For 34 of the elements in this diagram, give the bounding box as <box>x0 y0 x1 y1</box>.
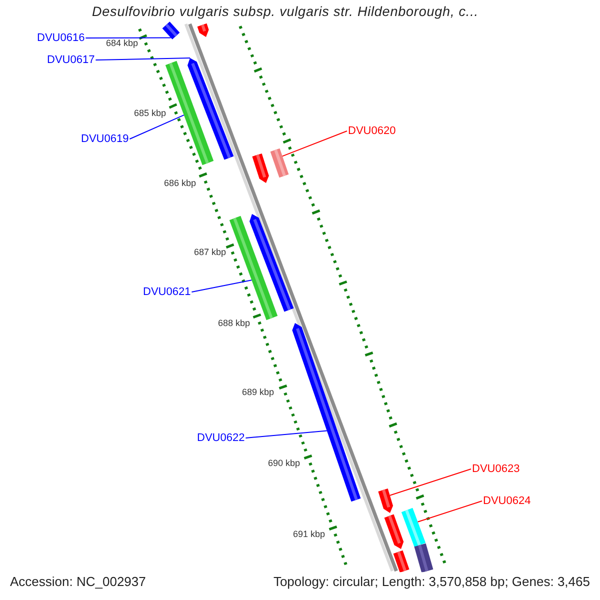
gene-feature-bar <box>197 23 209 37</box>
gene-label: DVU0617 <box>47 54 95 66</box>
scale-label: 688 kbp <box>218 318 250 328</box>
scale-label: 686 kbp <box>164 178 196 188</box>
gene-feature-bar <box>250 214 294 312</box>
gene-label: DVU0619 <box>81 132 129 146</box>
leader-line <box>282 130 348 157</box>
scale-label: 684 kbp <box>106 38 138 48</box>
gene-label: DVU0624 <box>483 494 531 508</box>
scale-label: 691 kbp <box>292 528 326 540</box>
scale-label: 685 kbp <box>134 108 166 118</box>
scale-label: 689 kbp <box>242 386 274 398</box>
gene-label: DVU0620 <box>348 124 396 138</box>
scale-label: 690 kbp <box>268 458 300 468</box>
gene-feature-bar <box>252 154 269 183</box>
leader-line <box>129 114 184 140</box>
gene-label: DVU0616 <box>37 32 85 44</box>
leader-line <box>95 58 190 60</box>
scale-label: 687 kbp <box>194 246 226 258</box>
gene-feature-bar <box>162 22 180 40</box>
gene-feature-bar <box>378 488 393 513</box>
gene-label: DVU0622 <box>197 432 245 444</box>
leader-line <box>85 37 172 38</box>
leader-line <box>389 468 472 496</box>
leader-line <box>417 500 482 522</box>
gene-feature-bar <box>270 148 289 178</box>
gene-label: DVU0621 <box>143 286 191 298</box>
gene-feature-bar <box>384 514 404 549</box>
gene-feature-bar <box>393 550 410 573</box>
leader-line <box>245 430 328 438</box>
gene-feature-bar <box>165 60 214 166</box>
gene-feature-bar <box>401 508 426 548</box>
gene-label: DVU0623 <box>472 462 520 476</box>
gene-feature-bar <box>414 543 434 573</box>
